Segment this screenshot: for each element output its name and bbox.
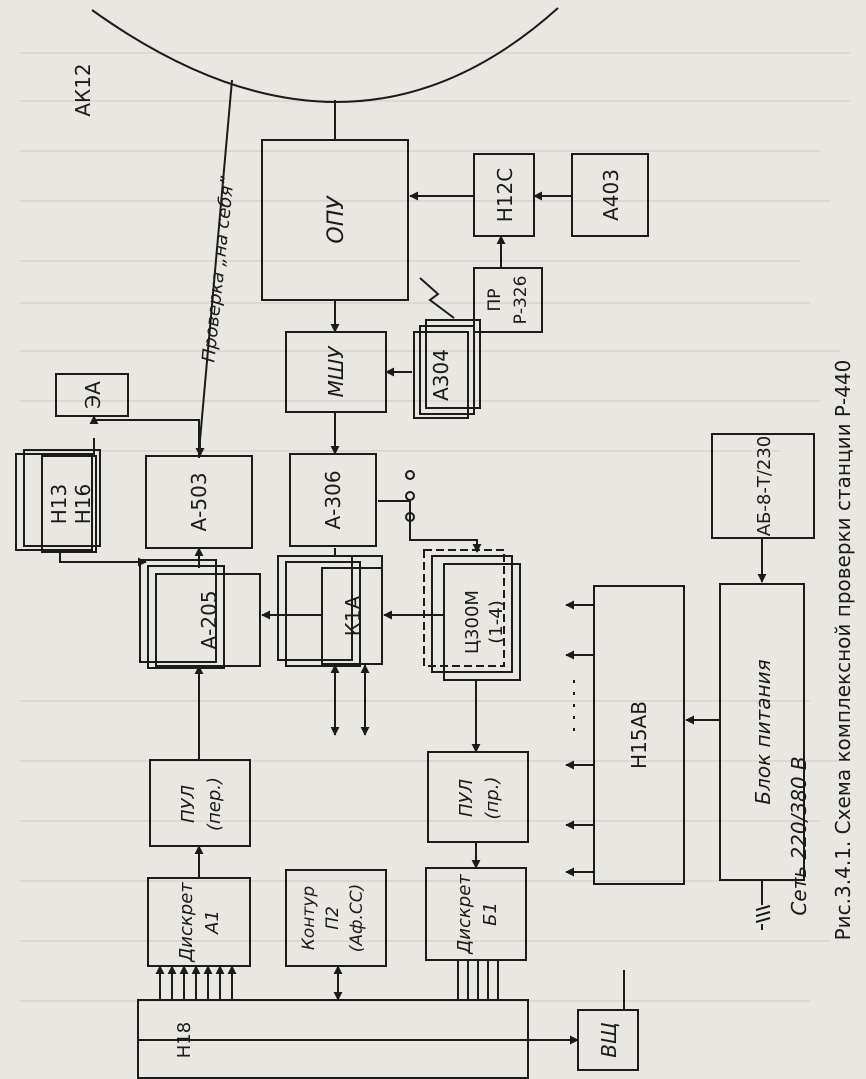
label-n16: Н16 — [71, 484, 95, 525]
block-c300m — [443, 563, 521, 681]
label-opu: ОПУ — [324, 195, 349, 244]
a1-input-arrows — [155, 965, 237, 1000]
block-pul-pr — [427, 751, 529, 843]
label-pr: ПР — [485, 288, 505, 311]
label-pul-pr-sub: (пр.) — [482, 777, 503, 820]
label-a304: А304 — [429, 349, 453, 401]
figure-caption: Рис.3.4.1. Схема комплексной проверки ст… — [831, 360, 855, 941]
block-n12c — [473, 153, 535, 237]
switch-contact-2 — [405, 470, 415, 480]
label-a403: А403 — [599, 169, 623, 221]
label-n18: Н18 — [174, 1022, 195, 1058]
n13-shadow-1 — [15, 453, 93, 551]
mains-tick-1 — [755, 905, 771, 911]
label-pul-per: ПУЛ — [178, 785, 199, 824]
block-a205 — [155, 573, 261, 667]
label-k1a: К1А — [341, 595, 365, 636]
a205-shadow-2 — [139, 559, 217, 663]
mains-tick-2 — [755, 911, 771, 917]
block-a304 — [413, 331, 469, 419]
label-power-unit: Блок питания — [751, 659, 775, 804]
label-ea: ЭА — [81, 381, 105, 409]
label-a306: А-306 — [321, 470, 345, 529]
label-n13: Н13 — [47, 484, 71, 525]
antenna-arc — [91, 7, 559, 103]
c300-shadow-1 — [431, 555, 513, 673]
label-c300m: Ц300М — [462, 590, 483, 654]
block-opu — [261, 139, 409, 301]
a304-shadow-1 — [419, 325, 475, 415]
a304-shadow-2 — [425, 319, 481, 409]
block-discret-b1 — [425, 867, 527, 961]
label-discret-b1-sub: Б1 — [480, 902, 501, 926]
label-discret-a1: Дискрет — [176, 882, 197, 963]
label-contour-p2-sub: П2 — [323, 906, 343, 930]
line-switch-c300 — [409, 501, 482, 553]
block-n13-n16 — [41, 455, 97, 553]
label-vshch: ВЩ — [597, 1022, 621, 1058]
label-discret-b1: Дискрет — [454, 874, 475, 955]
label-contour-p2-note: (Аф.СС) — [347, 884, 367, 953]
block-a306 — [289, 453, 377, 547]
label-a205: А-205 — [197, 590, 221, 649]
label-mains: Сеть 220/380 В — [787, 756, 811, 915]
block-ab8 — [711, 433, 815, 539]
label-c300m-range: (1-4) — [486, 600, 507, 643]
block-a403 — [571, 153, 649, 237]
block-mshu — [285, 331, 387, 413]
block-n15av — [593, 585, 685, 885]
label-antenna: АК12 — [71, 63, 95, 116]
label-pul-per-sub: (пер.) — [204, 777, 225, 831]
arrow-a503-ea — [89, 415, 200, 458]
block-ea — [55, 373, 129, 417]
block-k1a — [321, 567, 383, 665]
block-discret-a1 — [147, 877, 251, 967]
label-self-check: Проверка „на себя” — [198, 175, 238, 364]
label-a503: А-503 — [187, 472, 211, 531]
block-n18 — [137, 999, 529, 1079]
label-discret-a1-sub: А1 — [202, 910, 223, 935]
block-vshch — [577, 1009, 639, 1071]
lightning-symbol — [419, 277, 455, 319]
label-n15av: Н15АВ — [627, 701, 651, 769]
block-power-unit — [719, 583, 805, 881]
k1a-shadow-2 — [277, 555, 353, 661]
c300-shadow-2 — [423, 549, 505, 667]
mains-tick-3 — [755, 917, 771, 923]
label-n12c: Н12С — [493, 168, 517, 222]
label-pul-pr: ПУЛ — [456, 779, 477, 818]
a205-shadow-1 — [147, 565, 225, 669]
b1-output-lines — [457, 960, 499, 1000]
block-pr-r326 — [473, 267, 543, 333]
label-r326: Р-326 — [511, 276, 531, 325]
label-ab8: АБ-8-Т/230 — [754, 436, 775, 537]
line-n16-a205 — [59, 552, 147, 567]
block-contour-p2 — [285, 869, 387, 967]
switch-contact-3 — [405, 512, 415, 522]
switch-contact-1 — [405, 491, 415, 501]
line-a306-k1a — [334, 548, 383, 574]
label-mshu: МШУ — [324, 345, 348, 398]
self-check-line — [199, 79, 233, 441]
block-pul-per — [149, 759, 251, 847]
n13-shadow-2 — [23, 449, 101, 547]
block-a503 — [145, 455, 253, 549]
label-contour-p2: Контур — [299, 886, 319, 951]
k1a-shadow-1 — [285, 561, 361, 667]
